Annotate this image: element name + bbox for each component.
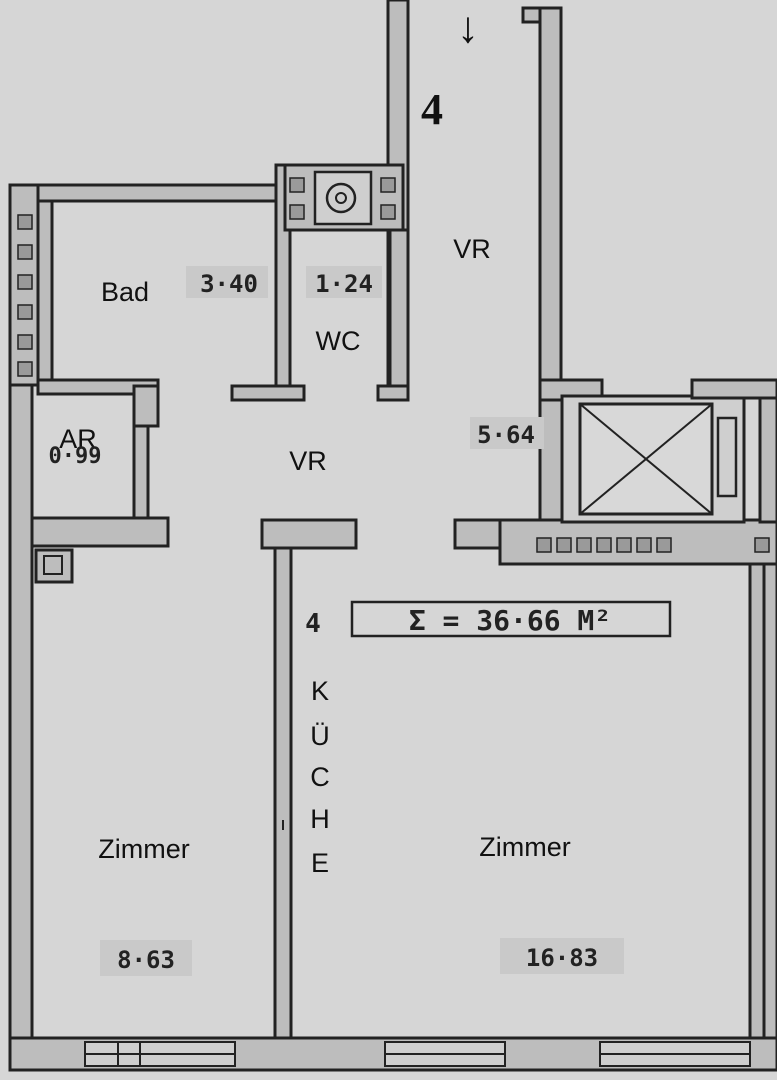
area-vr: 5·64 (477, 421, 535, 449)
service-shaft (283, 163, 405, 232)
area-zimmer-left: 8·63 (117, 946, 175, 974)
wc-walls (376, 228, 410, 402)
unit-number: 4 (421, 85, 443, 134)
room-label-ar: AR (59, 424, 97, 454)
room-label-vr-top: VR (453, 234, 491, 264)
area-zimmer-right: 16·83 (526, 944, 598, 972)
area-wc: 1·24 (315, 270, 373, 298)
kitchen-letter: H (310, 804, 330, 834)
unit-number-small: 4 (305, 609, 321, 639)
room-label-bad: Bad (101, 277, 149, 307)
bathroom-walls (36, 163, 306, 402)
kitchen-letter: K (311, 676, 329, 706)
kitchen-letter: C (310, 762, 330, 792)
bottom-exterior-wall (8, 1036, 777, 1072)
area-ar: 0·99 (49, 444, 102, 469)
left-exterior-wall (8, 183, 40, 1057)
room-label-zimmer-right: Zimmer (479, 832, 570, 862)
room-label-zimmer-left: Zimmer (98, 834, 189, 864)
total-area: Σ = 36·66 M² (409, 604, 611, 637)
kitchen-letter: E (311, 848, 329, 878)
right-exterior-wall (748, 562, 777, 1042)
area-bad: 3·40 (200, 270, 258, 298)
room-label-vr-mid: VR (289, 446, 327, 476)
elevator-block (453, 378, 777, 566)
storage-walls (30, 384, 170, 584)
entrance-arrow: ↓ (457, 3, 479, 52)
room-label-wc: WC (316, 326, 361, 356)
kitchen-letter: Ü (310, 721, 330, 751)
kitchen-label: K Ü C H E (310, 676, 330, 878)
